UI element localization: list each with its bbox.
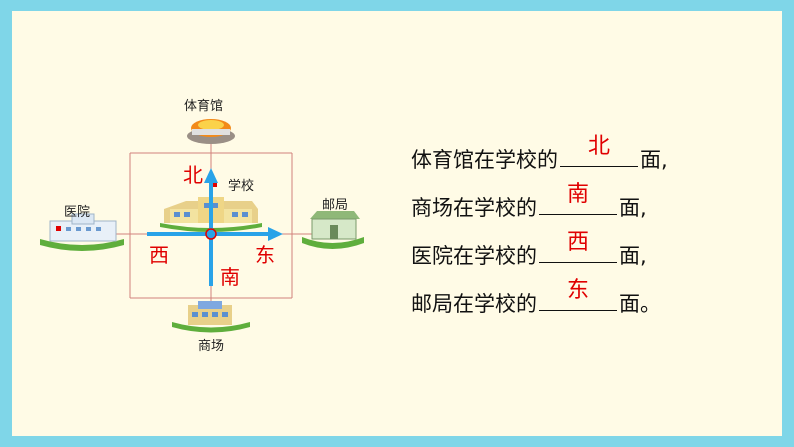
south-label: 南: [220, 265, 240, 289]
answer-text: 西: [566, 230, 589, 255]
mall-icon: [172, 301, 250, 333]
center-point: [205, 228, 217, 240]
hospital-label: 医院: [64, 205, 91, 220]
question-suffix: 面,: [619, 244, 647, 268]
hospital-icon: [40, 213, 124, 251]
question-suffix: 面,: [640, 148, 668, 172]
map-drawing: [40, 119, 364, 333]
mall-label: 商场: [198, 339, 225, 354]
question-prefix: 体育馆在学校的: [411, 148, 558, 172]
east-arrowhead: [268, 227, 283, 241]
question-suffix: 面,: [619, 196, 647, 220]
east-label: 东: [255, 243, 275, 267]
post-office-label: 邮局: [322, 198, 349, 213]
question-prefix: 医院在学校的: [411, 244, 537, 268]
answer-blank[interactable]: 北: [560, 134, 638, 167]
direction-map: 体育馆 学校 医院 邮局 商场 北 南 西 东: [12, 11, 402, 436]
question-row: 邮局在学校的 东面。: [411, 278, 661, 318]
answer-text: 南: [566, 182, 589, 207]
answer-blank[interactable]: 东: [539, 278, 617, 311]
question-suffix: 面。: [619, 292, 661, 316]
answer-blank[interactable]: 西: [539, 230, 617, 263]
gym-label: 体育馆: [184, 99, 224, 114]
post-office-icon: [302, 211, 364, 249]
gym-icon: [187, 119, 235, 144]
west-label: 西: [149, 243, 169, 267]
question-prefix: 邮局在学校的: [411, 292, 537, 316]
compass-arrows: [147, 168, 283, 286]
question-row: 体育馆在学校的 北面,: [411, 134, 668, 174]
question-row: 医院在学校的 西面,: [411, 230, 647, 270]
school-label: 学校: [228, 179, 255, 194]
answer-text: 北: [587, 134, 610, 159]
north-label: 北: [183, 163, 203, 187]
question-row: 商场在学校的 南面,: [411, 182, 647, 222]
north-arrowhead: [204, 168, 218, 183]
answer-text: 东: [566, 278, 589, 303]
question-prefix: 商场在学校的: [411, 196, 537, 220]
answer-blank[interactable]: 南: [539, 182, 617, 215]
slide: 体育馆 学校 医院 邮局 商场 北 南 西 东 体育馆在学校的北面, 商场在学校…: [12, 11, 782, 436]
